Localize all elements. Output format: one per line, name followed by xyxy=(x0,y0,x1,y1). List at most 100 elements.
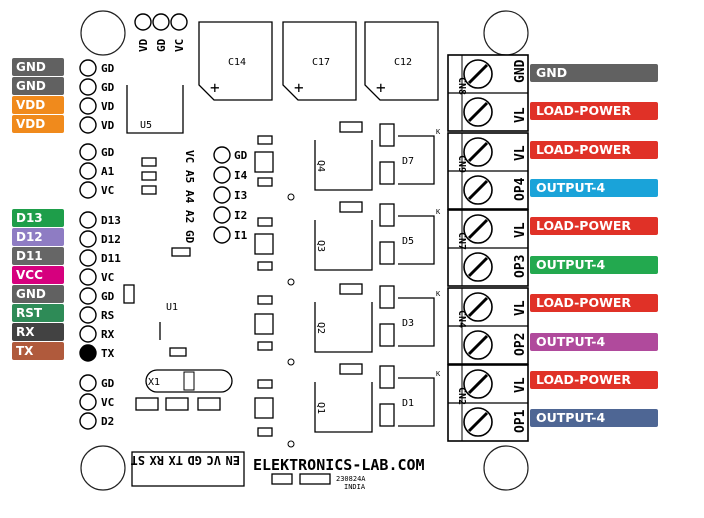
header-pin-label: A1 xyxy=(101,165,115,178)
terminal-cn-label: CN2 xyxy=(456,387,467,405)
svg-text:K: K xyxy=(436,208,441,216)
header-pin-label: GD xyxy=(101,146,115,159)
mounting-hole-bottom-left xyxy=(80,445,126,491)
right-pin-label: OUTPUT-4 xyxy=(530,409,658,427)
mid-header-pin-label: I2 xyxy=(234,209,247,222)
top-header-pin-label: GD xyxy=(155,38,168,52)
header-pin-label: TX xyxy=(101,347,115,360)
mid-header-pin xyxy=(213,206,231,224)
header-pin-label: GD xyxy=(101,62,115,75)
header-pin xyxy=(79,287,97,305)
terminal-cn-label: CN8 xyxy=(456,77,467,95)
u1-label: U1 xyxy=(166,302,178,313)
mid-header-pin-label: I4 xyxy=(234,169,248,182)
header-pin xyxy=(79,325,97,343)
right-pin-label: LOAD-POWER xyxy=(530,217,658,235)
left-pin-label: GND xyxy=(12,77,64,95)
header-pin xyxy=(79,344,97,362)
header-pin-label: D2 xyxy=(101,415,114,428)
header-pin xyxy=(79,412,97,430)
bottom-header-pin-label: RX xyxy=(149,453,164,467)
header-pin xyxy=(79,78,97,96)
mosfet-label: Q2 xyxy=(315,322,326,334)
terminal-cn-label: CN4 xyxy=(456,310,467,328)
right-pin-label: LOAD-POWER xyxy=(530,371,658,389)
right-pin-label: LOAD-POWER xyxy=(530,141,658,159)
svg-text:K: K xyxy=(436,370,441,378)
header-pin-label: VD xyxy=(101,100,115,113)
header-pin xyxy=(79,374,97,392)
header-pin xyxy=(79,97,97,115)
header-pin xyxy=(79,143,97,161)
diode-label: D7 xyxy=(402,156,414,167)
header-pin xyxy=(79,393,97,411)
right-pin-label: OUTPUT-4 xyxy=(530,256,658,274)
right-pin-label: GND xyxy=(530,64,658,82)
mosfet-label: Q3 xyxy=(315,240,326,252)
left-pin-label: D13 xyxy=(12,209,64,227)
terminal-cn-label: CN9 xyxy=(456,155,467,173)
left-pin-label: VCC xyxy=(12,266,64,284)
left-pin-label: D11 xyxy=(12,247,64,265)
smd-components xyxy=(123,135,295,448)
header-pin-label: VC xyxy=(101,184,114,197)
mounting-hole-bottom-right xyxy=(483,445,529,491)
left-pin-label: D12 xyxy=(12,228,64,246)
mid-header-pin xyxy=(213,186,231,204)
svg-text:+: + xyxy=(376,78,386,97)
header-pin-label: D11 xyxy=(101,252,121,265)
terminal-pin-label: OP3 xyxy=(513,255,528,278)
header-pin-label: VC xyxy=(101,396,114,409)
terminal-cn-label: CN7 xyxy=(456,232,467,250)
mid-header-left-label: A4 xyxy=(183,190,196,204)
svg-text:+: + xyxy=(210,78,220,97)
right-pin-label: OUTPUT-4 xyxy=(530,179,658,197)
left-pin-label: GND xyxy=(12,58,64,76)
terminal-pin-label: OP4 xyxy=(513,177,528,201)
board-code: 230824A xyxy=(336,475,366,483)
terminal-pin-label: VL xyxy=(513,145,528,161)
mid-header-left-label: GD xyxy=(183,230,196,244)
cap-label: C17 xyxy=(312,57,330,68)
bottom-header-pin-label: EN xyxy=(226,453,240,467)
mid-header-pin-label: I3 xyxy=(234,189,247,202)
left-pin-label: GND xyxy=(12,285,64,303)
bottom-header-pin-label: ST xyxy=(131,453,145,467)
mosfet-label: Q4 xyxy=(315,160,326,172)
mid-header-left-label: A2 xyxy=(183,210,196,223)
mounting-hole-top-right xyxy=(483,10,529,56)
terminal-pin-label: VL xyxy=(513,222,528,238)
board-country: INDIA xyxy=(344,483,366,491)
mid-header-pin xyxy=(213,226,231,244)
mid-header-pin xyxy=(213,146,231,164)
svg-text:K: K xyxy=(436,128,441,136)
header-pin xyxy=(79,306,97,324)
mid-header-pin xyxy=(213,166,231,184)
header-pin xyxy=(79,162,97,180)
header-pin xyxy=(79,249,97,267)
left-pin-label: TX xyxy=(12,342,64,360)
diode-label: D1 xyxy=(402,398,414,409)
header-pin-label: D12 xyxy=(101,233,121,246)
svg-text:K: K xyxy=(436,290,441,298)
header-pin xyxy=(79,211,97,229)
cap-label: C12 xyxy=(394,57,412,68)
right-pin-label: LOAD-POWER xyxy=(530,294,658,312)
u5-label: U5 xyxy=(140,120,152,131)
mosfet-label: Q1 xyxy=(315,402,326,414)
header-pin-label: GD xyxy=(101,81,115,94)
terminal-pin-label: GND xyxy=(513,59,528,83)
header-pin xyxy=(79,181,97,199)
bottom-header-pin-label: TX xyxy=(168,453,183,467)
header-pin xyxy=(79,116,97,134)
right-pin-label: OUTPUT-4 xyxy=(530,333,658,351)
header-pin xyxy=(79,59,97,77)
bottom-header-pin-label: GD xyxy=(188,453,202,467)
u5-outline xyxy=(126,85,184,134)
